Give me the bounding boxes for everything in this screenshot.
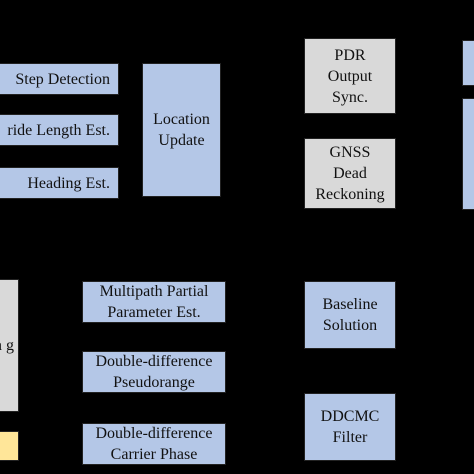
baseline-solution-label: Baseline Solution: [322, 296, 378, 334]
baseline-solution-block: Baseline Solution: [304, 281, 396, 349]
dd-carrier-phase-label: Double-difference Carrier Phase: [95, 425, 213, 463]
left-partial-block: a g: [0, 279, 19, 412]
ddcmc-filter-block: DDCMC Filter: [304, 393, 396, 461]
dd-pseudorange-block: Double-difference Pseudorange: [82, 351, 226, 393]
heading-label: Heading Est.: [27, 174, 110, 192]
location-update-block: Location Update: [142, 63, 221, 197]
dd-carrier-phase-block: Double-difference Carrier Phase: [82, 423, 226, 465]
ddcmc-filter-label: DDCMC Filter: [320, 408, 380, 446]
pdr-output-sync-label: PDR Output Sync.: [327, 46, 373, 106]
gnss-dead-reckoning-label: GNSS Dead Reckoning: [315, 144, 385, 203]
right-partial-block-bottom: [462, 98, 474, 210]
stride-length-label: ride Length Est.: [7, 121, 110, 139]
gnss-dead-reckoning-block: GNSS Dead Reckoning: [304, 138, 396, 209]
step-detection-block: Step Detection: [0, 63, 119, 95]
left-partial-label: a g: [0, 336, 14, 354]
heading-block: Heading Est.: [0, 167, 119, 199]
dd-pseudorange-label: Double-difference Pseudorange: [95, 353, 213, 391]
step-detection-label: Step Detection: [15, 70, 110, 88]
pdr-output-sync-block: PDR Output Sync.: [304, 38, 396, 114]
right-partial-block-top: [462, 40, 474, 86]
stride-length-block: ride Length Est.: [0, 114, 119, 146]
location-update-label: Location Update: [153, 111, 210, 149]
multipath-block: Multipath Partial Parameter Est.: [82, 281, 226, 323]
multipath-label: Multipath Partial Parameter Est.: [99, 283, 209, 321]
left-partial-yellow-block: [0, 431, 19, 461]
